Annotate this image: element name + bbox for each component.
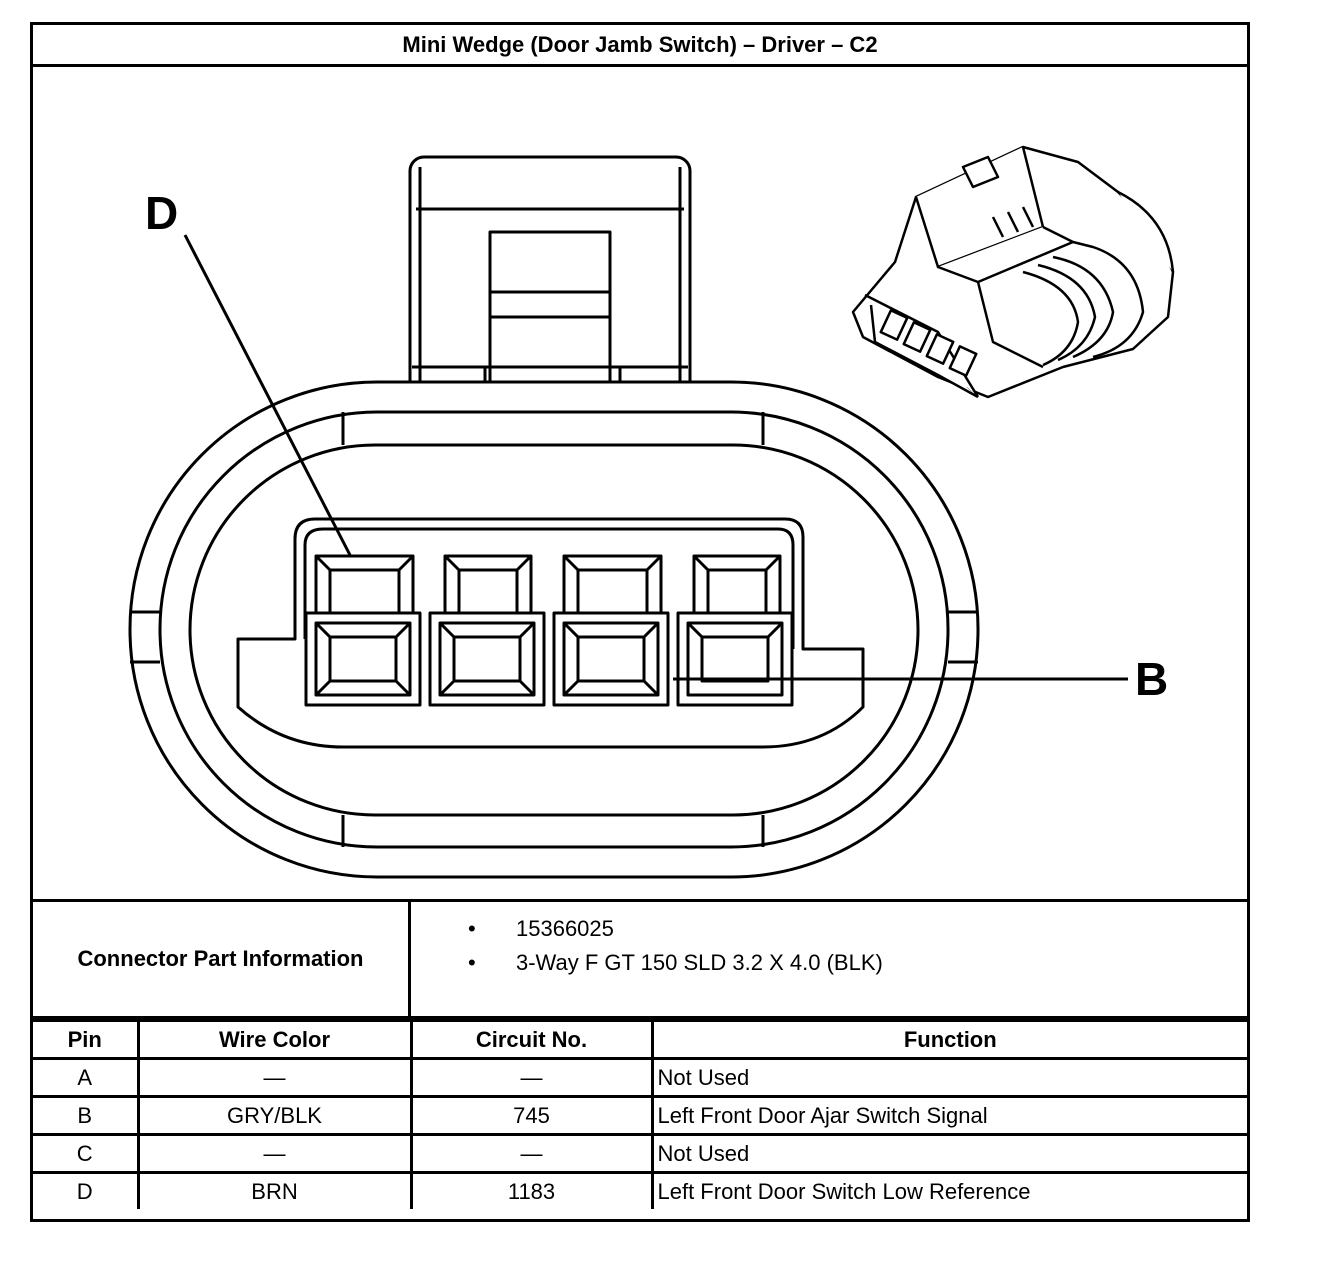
circuit-cell: — (409, 1133, 654, 1174)
function-cell: Left Front Door Switch Low Reference (650, 1171, 1247, 1209)
table-row: D BRN 1183 Left Front Door Switch Low Re… (33, 1171, 1247, 1209)
header-circuit-no: Circuit No. (409, 1019, 654, 1060)
terminal-cavities (304, 554, 794, 707)
connector-face-drawing: D B (128, 145, 1175, 879)
connector-title: Mini Wedge (Door Jamb Switch) – Driver –… (33, 25, 1247, 67)
pin-cell: B (33, 1095, 140, 1136)
function-cell: Not Used (650, 1057, 1247, 1098)
table-row: B GRY/BLK 745 Left Front Door Ajar Switc… (33, 1095, 1247, 1136)
circuit-cell: 745 (409, 1095, 654, 1136)
connector-3d-view (851, 145, 1175, 399)
pin-cell: C (33, 1133, 140, 1174)
pin-table-header: Pin Wire Color Circuit No. Function (33, 1019, 1247, 1060)
pin-cell: D (33, 1171, 140, 1209)
wire-color-cell: BRN (136, 1171, 413, 1209)
header-pin: Pin (33, 1019, 140, 1060)
connector-part-list: 15366025 3-Way F GT 150 SLD 3.2 X 4.0 (B… (411, 902, 1247, 1026)
callout-b-label: B (1135, 653, 1168, 705)
table-row: A — — Not Used (33, 1057, 1247, 1098)
connector-sheet: Mini Wedge (Door Jamb Switch) – Driver –… (30, 22, 1250, 1222)
header-wire-color: Wire Color (136, 1019, 413, 1060)
pin-cell: A (33, 1057, 140, 1098)
wire-color-cell: — (136, 1133, 413, 1174)
callout-d-label: D (145, 187, 178, 239)
pin-table: Pin Wire Color Circuit No. Function A — … (33, 1019, 1247, 1209)
wire-color-cell: — (136, 1057, 413, 1098)
circuit-cell: — (409, 1057, 654, 1098)
connector-part-information: Connector Part Information 15366025 3-Wa… (33, 899, 1247, 1019)
function-cell: Not Used (650, 1133, 1247, 1174)
connector-diagram: D B (33, 67, 1247, 899)
part-number: 15366025 (411, 912, 1247, 946)
function-cell: Left Front Door Ajar Switch Signal (650, 1095, 1247, 1136)
header-function: Function (650, 1019, 1247, 1060)
table-row: C — — Not Used (33, 1133, 1247, 1174)
connector-part-information-label: Connector Part Information (33, 902, 411, 1016)
housing-detail (130, 412, 978, 847)
circuit-cell: 1183 (409, 1171, 654, 1209)
wire-color-cell: GRY/BLK (136, 1095, 413, 1136)
part-description: 3-Way F GT 150 SLD 3.2 X 4.0 (BLK) (411, 946, 1247, 980)
callout-d-leader (183, 234, 353, 558)
